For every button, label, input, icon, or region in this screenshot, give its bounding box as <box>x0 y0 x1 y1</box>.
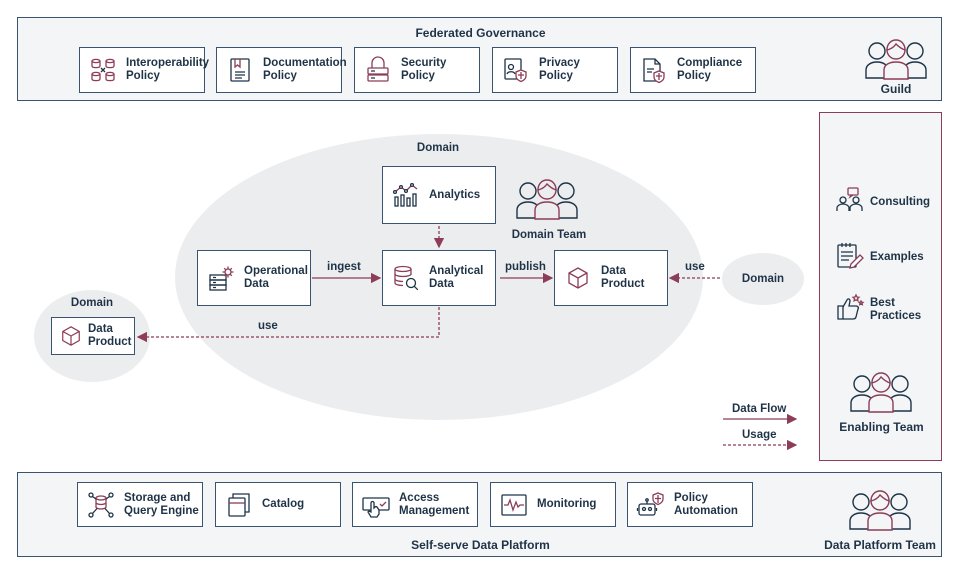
main-domain-title: Domain <box>416 142 460 154</box>
left-domain-title: Domain <box>70 297 114 309</box>
compliance-policy-card[interactable]: Compliance Policy <box>630 47 756 93</box>
consulting-label: Consulting <box>870 196 931 208</box>
left-use-label: use <box>258 320 278 332</box>
legend-data-flow-label: Data Flow <box>732 403 787 415</box>
enabling-team-people-icon <box>848 369 914 418</box>
examples-label: Examples <box>870 251 924 263</box>
best-practices-item[interactable]: Best Practices <box>836 293 921 326</box>
monitoring-card[interactable]: Monitoring <box>490 482 616 527</box>
access-management-label: Access Management <box>399 491 470 517</box>
database-exchange-icon <box>88 55 118 85</box>
document-icon <box>225 55 255 85</box>
cube-icon <box>563 263 593 293</box>
platform-team-people-icon <box>847 487 913 536</box>
interoperability-policy-card[interactable]: Interoperability Policy <box>79 47 209 93</box>
analytical-data-label: Analytical Data <box>429 265 484 290</box>
server-gear-icon <box>206 263 236 293</box>
left-use-arrow <box>136 307 440 343</box>
robot-shield-icon <box>636 490 666 520</box>
storage-network-icon <box>86 490 116 520</box>
publish-label: publish <box>505 261 546 273</box>
documentation-policy-card[interactable]: Documentation Policy <box>216 47 347 93</box>
analytics-chart-icon <box>391 180 421 210</box>
catalog-label: Catalog <box>262 498 305 510</box>
best-practices-label: Best Practices <box>870 296 922 322</box>
access-management-card[interactable]: Access Management <box>352 482 478 527</box>
analytics-label: Analytics <box>429 188 481 201</box>
monitoring-label: Monitoring <box>537 498 597 510</box>
right-domain-title: Domain <box>741 273 785 285</box>
policy-automation-label: Policy Automation <box>674 491 738 517</box>
policy-automation-card[interactable]: Policy Automation <box>627 482 753 527</box>
security-policy-label: Security Policy <box>401 57 447 82</box>
compliance-document-icon <box>639 55 669 85</box>
security-policy-card[interactable]: Security Policy <box>354 47 480 93</box>
data-platform-panel: Storage and Query Engine Catalog Access … <box>17 472 942 557</box>
legend-usage-label: Usage <box>742 429 777 441</box>
ingest-label: ingest <box>327 261 361 273</box>
data-product-label: Data Product <box>601 265 645 290</box>
data-product-card[interactable]: Data Product <box>554 250 668 306</box>
database-search-icon <box>391 263 421 293</box>
privacy-shield-icon <box>501 55 531 85</box>
storage-query-engine-card[interactable]: Storage and Query Engine <box>77 482 203 527</box>
lock-server-icon <box>363 55 393 85</box>
examples-item[interactable]: Examples <box>836 241 924 274</box>
platform-title: Self-serve Data Platform <box>411 538 550 552</box>
analytics-card[interactable]: Analytics <box>382 166 496 224</box>
consulting-icon <box>836 187 864 218</box>
left-data-product-card[interactable]: Data Product <box>51 317 135 355</box>
access-click-icon <box>361 490 391 520</box>
privacy-policy-card[interactable]: Privacy Policy <box>492 47 618 93</box>
left-data-product-label: Data Product <box>88 323 132 348</box>
guild-people-icon <box>863 36 929 85</box>
documentation-policy-label: Documentation Policy <box>263 57 347 82</box>
privacy-policy-label: Privacy Policy <box>539 57 580 82</box>
storage-query-engine-label: Storage and Query Engine <box>124 491 199 517</box>
platform-team-label: Data Platform Team <box>824 538 936 552</box>
monitoring-icon <box>499 490 529 520</box>
domain-team-label: Domain Team <box>511 229 587 241</box>
right-use-label: use <box>685 261 705 273</box>
enabling-team-panel: Consulting Examples Best Practices <box>819 112 942 461</box>
interoperability-policy-label: Interoperability Policy <box>126 57 210 82</box>
cube-icon <box>60 321 82 351</box>
compliance-policy-label: Compliance Policy <box>677 57 743 82</box>
federated-governance-panel: Federated Governance Interoperability Po… <box>17 17 942 101</box>
governance-title: Federated Governance <box>415 26 546 40</box>
thumbs-up-icon <box>836 293 865 326</box>
domain-team-people-icon <box>514 176 580 225</box>
catalog-card[interactable]: Catalog <box>215 482 341 527</box>
guild-label: Guild <box>880 82 912 96</box>
operational-data-card[interactable]: Operational Data <box>197 250 311 306</box>
analytical-data-card[interactable]: Analytical Data <box>382 250 496 306</box>
consulting-item[interactable]: Consulting <box>836 187 930 218</box>
examples-notepad-icon <box>836 241 864 274</box>
right-domain-ellipse <box>722 253 804 305</box>
operational-data-label: Operational Data <box>244 265 308 290</box>
catalog-icon <box>224 490 254 520</box>
enabling-team-label: Enabling Team <box>839 420 924 434</box>
